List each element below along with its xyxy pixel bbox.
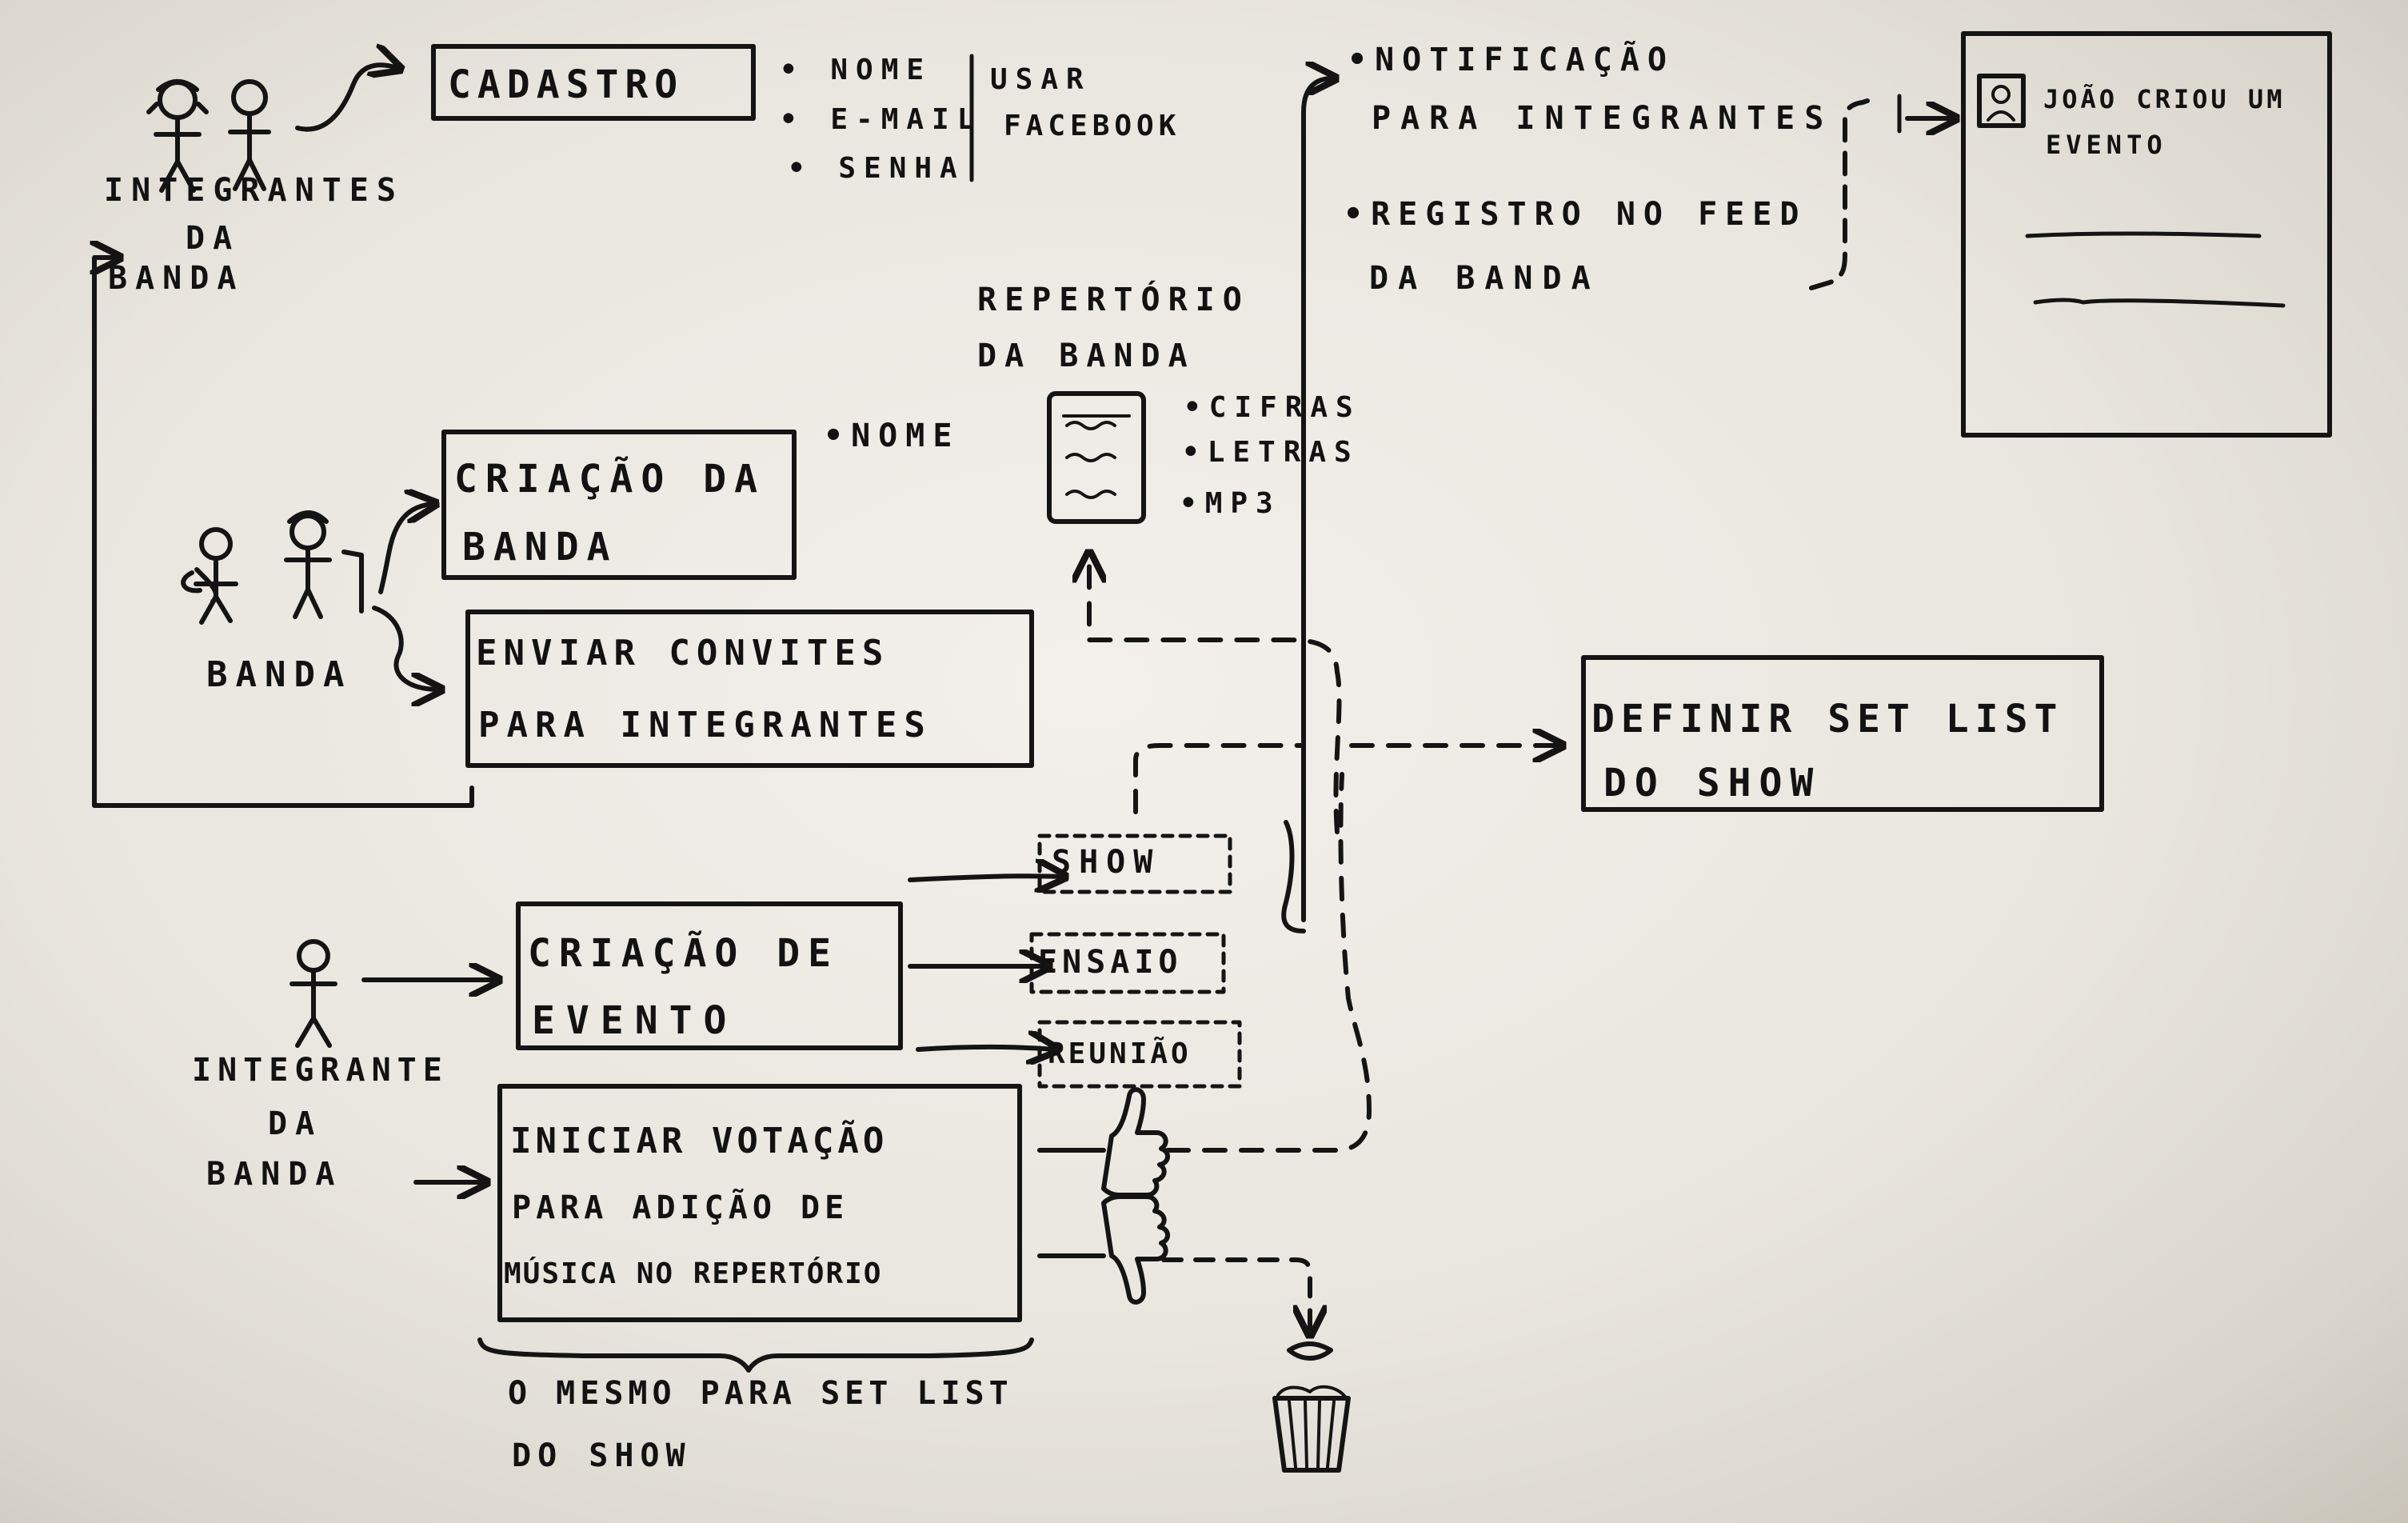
notificacao-item-1b: PARA INTEGRANTES — [1372, 100, 1834, 137]
feed-card-text-2: EVENTO — [2046, 130, 2167, 160]
votacao-note-1: O MESMO PARA SET LIST — [508, 1375, 1013, 1412]
actor-label-integrantes-3: BANDA — [108, 260, 245, 297]
actor-figure-integrante — [290, 939, 337, 1048]
actor-label-integrante-2: DA — [268, 1105, 323, 1142]
criacao-banda-title-2: BANDA — [462, 525, 618, 570]
repertorio-document-icon — [1047, 391, 1146, 524]
cadastro-field-email-text: E-MAIL — [830, 103, 983, 136]
cadastro-field-nome: • NOME — [780, 54, 932, 86]
event-type-ensaio: ENSAIO — [1038, 944, 1183, 981]
criacao-banda-box — [441, 430, 797, 580]
event-type-reuniao: REUNIÃO — [1048, 1037, 1192, 1070]
notificacao-item-1a: •NOTIFICAÇÃO — [1348, 42, 1675, 78]
actor-label-integrante-3: BANDA — [206, 1156, 343, 1193]
ensaio-type-box — [1029, 932, 1226, 994]
actor-label-integrante-1: INTEGRANTE — [192, 1052, 449, 1089]
criacao-evento-title-1: CRIAÇÃO DE — [528, 931, 839, 976]
cadastro-field-senha: • SENHA — [788, 152, 965, 185]
cadastro-title: CADASTRO — [448, 62, 685, 107]
votacao-title-1: INICIAR VOTAÇÃO — [510, 1121, 889, 1161]
criacao-banda-field: •NOME — [824, 418, 960, 454]
enviar-convites-box — [465, 610, 1034, 768]
set-list-title-1: DEFINIR SET LIST — [1591, 697, 2064, 742]
feed-card-text-1: JOÃO CRIOU UM — [2043, 84, 2286, 114]
actor-label-integrantes-1: INTEGRANTES — [104, 172, 404, 209]
feed-notification-card — [1961, 31, 2332, 438]
repertorio-item-mp3-text: MP3 — [1204, 487, 1281, 520]
repertorio-item-mp3: •MP3 — [1180, 487, 1281, 520]
notificacao-item-2a-text: REGISTRO NO FEED — [1371, 196, 1807, 233]
votacao-title-2: PARA ADIÇÃO DE — [512, 1189, 849, 1226]
notificacao-item-2b: DA BANDA — [1369, 260, 1600, 297]
set-list-box — [1581, 655, 2104, 812]
actor-label-integrantes-2: DA — [186, 220, 241, 257]
votacao-note-2: DO SHOW — [512, 1437, 692, 1474]
criacao-banda-title-1: CRIAÇÃO DA — [454, 457, 765, 502]
enviar-convites-2: PARA INTEGRANTES — [478, 705, 932, 746]
show-type-box — [1037, 833, 1232, 894]
repertorio-item-letras: •LETRAS — [1182, 436, 1360, 469]
trash-icon — [1272, 1341, 1351, 1473]
repertorio-title-2: DA BANDA — [977, 338, 1196, 374]
criacao-evento-title-2: EVENTO — [532, 998, 738, 1043]
cadastro-box — [431, 44, 756, 121]
cadastro-alt-2: FACEBOOK — [1004, 110, 1181, 142]
cadastro-field-email: • E-MAIL — [780, 103, 983, 136]
reuniao-type-box — [1037, 1020, 1242, 1089]
votacao-title-3: MÚSICA NO REPERTÓRIO — [504, 1257, 883, 1290]
criacao-banda-field-text: NOME — [851, 418, 960, 454]
enviar-convites-1: ENVIAR CONVITES — [476, 633, 890, 674]
criacao-evento-box — [516, 901, 903, 1050]
actor-figure-integrantes — [146, 79, 271, 193]
event-type-show: SHOW — [1052, 844, 1161, 881]
actor-figure-banda — [181, 510, 364, 625]
votacao-box — [497, 1084, 1022, 1322]
actor-label-banda: BANDA — [206, 654, 353, 695]
repertorio-item-cifras: •CIFRAS — [1184, 391, 1361, 424]
cadastro-field-nome-text: NOME — [830, 54, 932, 86]
notificacao-item-2a: •REGISTRO NO FEED — [1344, 196, 1807, 233]
thumbs-down-icon — [1037, 1194, 1170, 1305]
notificacao-item-1a-text: NOTIFICAÇÃO — [1375, 42, 1675, 78]
cadastro-alt-1: USAR — [990, 63, 1092, 96]
cadastro-field-senha-text: SENHA — [838, 152, 965, 185]
set-list-title-2: DO SHOW — [1603, 761, 1822, 805]
repertorio-title-1: REPERTÓRIO — [977, 282, 1250, 318]
repertorio-item-letras-text: LETRAS — [1207, 436, 1360, 469]
repertorio-item-cifras-text: CIFRAS — [1208, 391, 1361, 424]
thumbs-up-icon — [1037, 1087, 1170, 1197]
